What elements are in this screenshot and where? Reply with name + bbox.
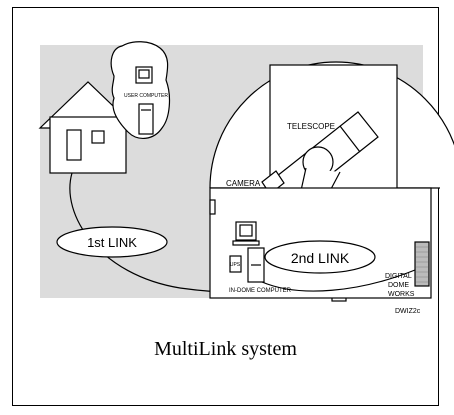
user-computer	[135, 66, 154, 135]
digital-dome-works-panel	[414, 241, 430, 287]
in-dome-computer-label: IN-DOME COMPUTER	[229, 288, 292, 294]
second-link-label: 2nd LINK	[291, 250, 350, 266]
dome-works-wire	[261, 269, 416, 292]
first-link-ellipse	[56, 226, 168, 258]
digital-dome-works-label: DIGITAL DOME WORKS	[385, 273, 415, 298]
telescope-label: TELESCOPE	[287, 122, 335, 131]
first-link-label: 1st LINK	[87, 235, 137, 250]
figure-code: DWIZ2c	[395, 308, 421, 315]
digital-dome-works-texture	[416, 246, 428, 283]
user-computer-label: USER COMPUTER	[124, 93, 168, 99]
user-computer-bubble	[110, 41, 171, 139]
camera-label: CAMERA	[226, 179, 261, 188]
figure-caption: MultiLink system	[154, 338, 297, 360]
in-dome-computer	[229, 221, 265, 283]
house	[38, 81, 138, 174]
ups-label: UPS	[230, 262, 241, 268]
second-link-ellipse	[264, 240, 376, 274]
